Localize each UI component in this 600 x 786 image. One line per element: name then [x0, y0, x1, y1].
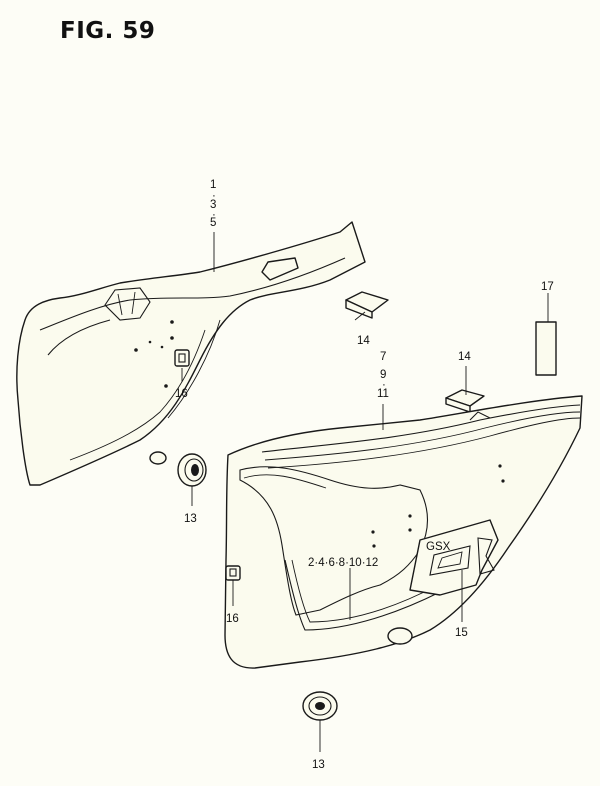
figure-title: FIG. 59: [60, 18, 156, 44]
callout-dot: ·: [382, 379, 386, 391]
callout-16-lower: 16: [226, 613, 239, 625]
callout-label: 7: [380, 351, 386, 363]
callout-label: 5: [210, 217, 216, 229]
grommet-part-13-lower: [302, 691, 338, 721]
emblem-part-15: GSX: [409, 519, 499, 596]
callout-1-3-5: 1 · 3 · 5: [210, 179, 216, 229]
left-side-cover: [16, 221, 366, 486]
emblem-text: GSX: [426, 541, 451, 553]
callout-13-lower: 13: [312, 759, 325, 771]
callout-14-right: 14: [458, 351, 471, 363]
grommet-part-13-upper: [177, 453, 207, 487]
callout-2-4-6-8-10-12: 2·4·6·8·10·12: [308, 557, 378, 569]
callout-14-left: 14: [357, 335, 370, 347]
leader-lines: [181, 232, 549, 752]
callout-16-upper: 16: [175, 388, 188, 400]
callout-dot: ·: [212, 209, 216, 221]
callout-label: 3: [210, 199, 216, 211]
callout-15: 15: [455, 627, 468, 639]
label-part-17: [535, 321, 557, 376]
rubber-pad-part-14-right: [445, 389, 485, 413]
callout-label: 9: [380, 369, 386, 381]
callout-label: 1: [210, 179, 216, 191]
callout-17: 17: [541, 281, 554, 293]
clip-part-16-lower: [225, 565, 241, 581]
clip-part-16-upper: [174, 349, 190, 367]
callout-13-upper: 13: [184, 513, 197, 525]
right-side-cover: [224, 395, 583, 669]
callout-7-9-11: 7 9 · 11: [377, 351, 389, 400]
callout-dot: ·: [212, 190, 216, 202]
callout-label: 11: [377, 388, 389, 400]
rubber-pad-part-14-left: [345, 291, 389, 319]
